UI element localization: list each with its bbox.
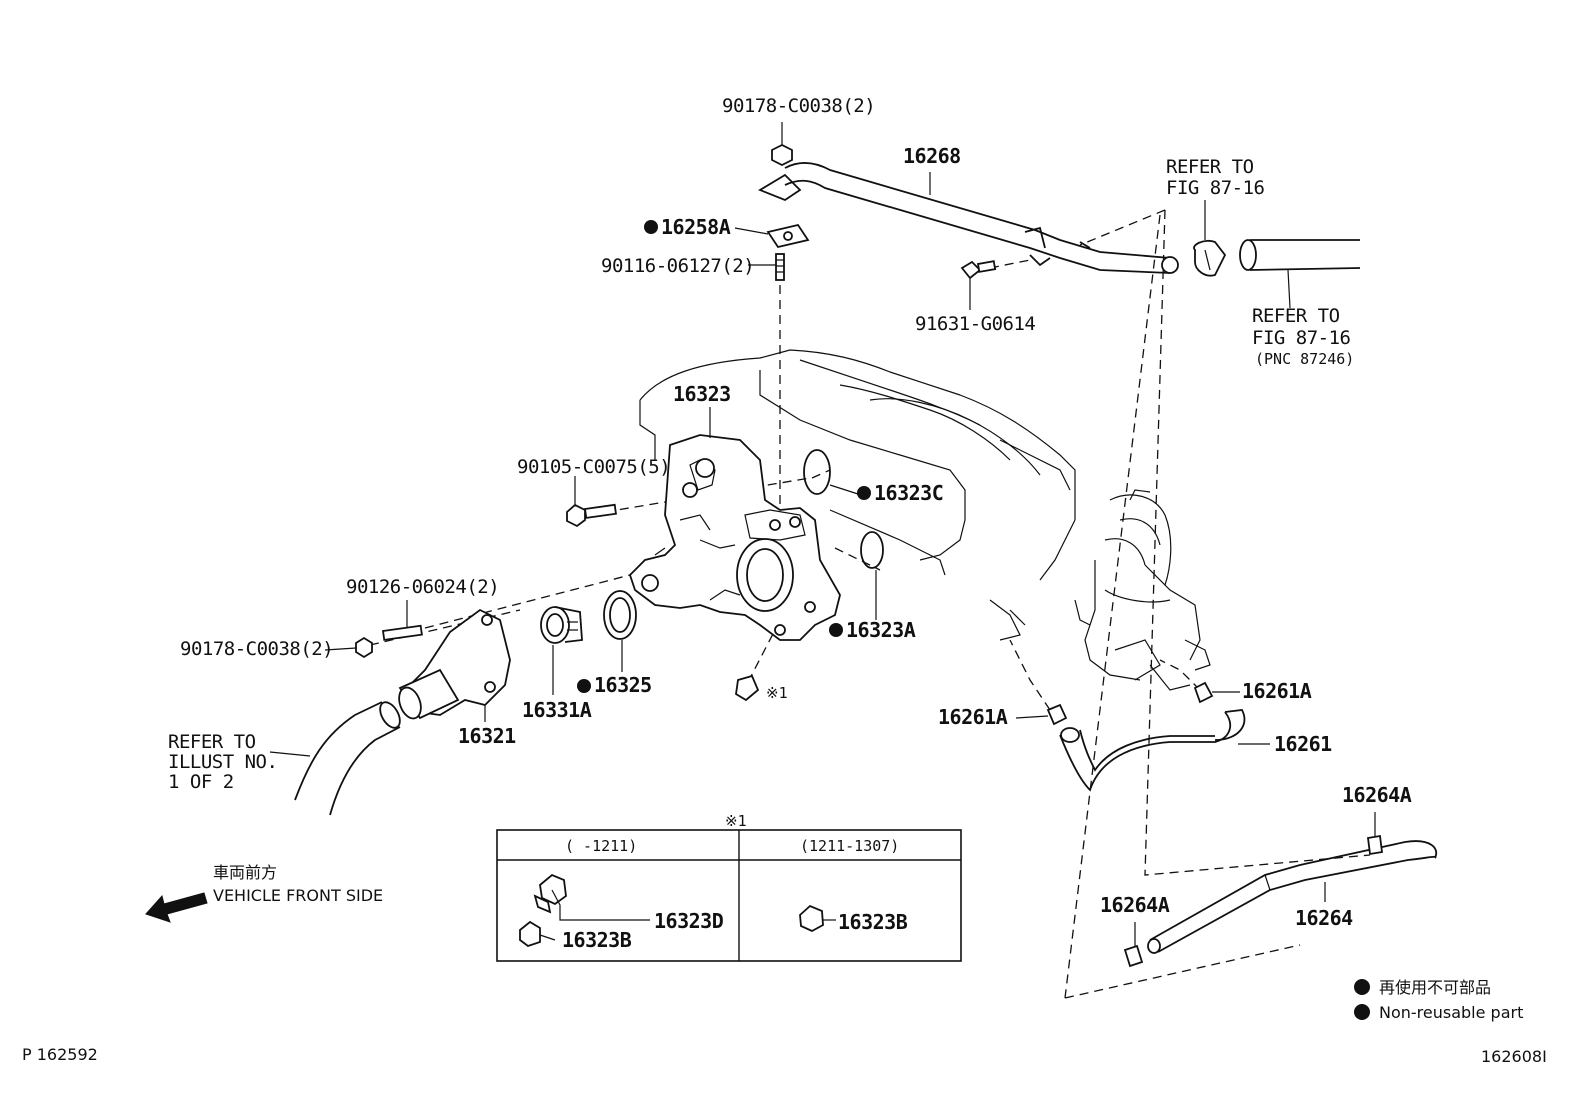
- label-refer-fig-top-1: REFER TO: [1166, 156, 1254, 178]
- label-16264: 16264: [1295, 906, 1353, 930]
- pipe-16268: [757, 162, 1179, 274]
- label-16261A-left: 16261A: [938, 705, 1008, 729]
- legend-dot-1: [1354, 979, 1370, 995]
- inset-col2-header: (1211-1307): [800, 837, 899, 855]
- gasket-16325: [603, 590, 637, 640]
- nut-90178-left: [355, 636, 373, 659]
- legend-en: Non-reusable part: [1379, 1003, 1523, 1022]
- clamp-16264A-top: [1366, 834, 1384, 856]
- stud-90126: [381, 624, 423, 641]
- hose-right: [1239, 239, 1361, 271]
- legend: 再使用不可部品 Non-reusable part: [1354, 978, 1523, 1022]
- label-refer-fig-right-3: (PNC 87246): [1255, 350, 1354, 368]
- hose-16261: [1059, 709, 1246, 792]
- label-16264A-bottom: 16264A: [1100, 893, 1170, 917]
- vehicle-front-indicator: 車両前方 VEHICLE FRONT SIDE: [145, 863, 383, 923]
- dashed-reference-lines: [369, 209, 1371, 999]
- inset-col2-parts: [799, 904, 836, 933]
- inset-frame: [496, 829, 962, 962]
- label-16321: 16321: [458, 724, 516, 748]
- label-16323: 16323: [673, 382, 731, 406]
- variant-inset-table: ※1 ( -1211) (1211-1307) 16323B 16323D 16…: [496, 812, 962, 962]
- legend-dot-2: [1354, 1004, 1370, 1020]
- label-16323C: 16323C: [874, 481, 943, 505]
- label-front-jp: 車両前方: [213, 863, 277, 882]
- label-refer-illust-2: ILLUST NO.: [168, 751, 277, 773]
- label-90105: 90105-C0075(5): [517, 456, 670, 478]
- leader-lines: [269, 122, 1376, 946]
- clamp-16261A-right: [1193, 681, 1214, 704]
- page-ref-left: P 162592: [22, 1045, 98, 1064]
- gasket-16258A: [766, 223, 810, 249]
- clamp-right: [1193, 239, 1227, 277]
- label-refer-fig-top-2: FIG 87-16: [1166, 177, 1265, 199]
- label-16325: 16325: [594, 673, 652, 697]
- label-90116: 90116-06127(2): [601, 255, 754, 277]
- o-ring-16323C: [803, 449, 831, 495]
- non-reusable-dot: [644, 220, 658, 234]
- clamp-16264A-bottom: [1123, 944, 1144, 968]
- non-reusable-dot: [857, 486, 871, 500]
- label-90178-left: 90178-C0038(2): [180, 638, 333, 660]
- inset-marker: ※1: [725, 812, 747, 830]
- nut-90178-top: [771, 143, 793, 167]
- inset-col2-16323B: 16323B: [838, 910, 908, 934]
- inset-col1-16323D: 16323D: [654, 909, 724, 933]
- label-90126: 90126-06024(2): [346, 576, 499, 598]
- inset-col1-header: ( -1211): [565, 837, 637, 855]
- right-housing-assembly: [1074, 489, 1211, 691]
- label-refer-fig-right-2: FIG 87-16: [1252, 327, 1351, 349]
- label-refer-fig-right-1: REFER TO: [1252, 305, 1340, 327]
- label-90178-top: 90178-C0038(2): [722, 95, 875, 117]
- non-reusable-dot: [829, 623, 843, 637]
- part-labels: 90178-C0038(2) 16268 REFER TO FIG 87-16 …: [168, 95, 1412, 930]
- hose-lower-left: [294, 701, 401, 816]
- page-ref-right: 162608I: [1481, 1047, 1547, 1066]
- non-reusable-dot: [577, 679, 591, 693]
- label-16323A: 16323A: [846, 618, 916, 642]
- engine-block-outline: [639, 349, 1076, 641]
- bolt-90105: [566, 503, 617, 528]
- thermostat-16331A: [540, 606, 583, 644]
- label-16264A-top: 16264A: [1342, 783, 1412, 807]
- water-outlet-16321: [398, 608, 511, 720]
- inset-col1-16323B: 16323B: [562, 928, 632, 952]
- label-16268: 16268: [903, 144, 961, 168]
- o-ring-16323A: [860, 531, 884, 569]
- legend-jp: 再使用不可部品: [1379, 978, 1491, 997]
- drain-plug: [735, 674, 760, 702]
- clamp-16261A-left: [1046, 703, 1068, 726]
- housing-16323: [628, 434, 841, 641]
- label-16261A-right: 16261A: [1242, 679, 1312, 703]
- hose-16264: [1147, 840, 1438, 954]
- label-refer-illust-1: REFER TO: [168, 731, 256, 753]
- arrow-left-icon: [145, 892, 208, 923]
- label-note-1: ※1: [766, 684, 788, 702]
- label-refer-illust-3: 1 OF 2: [168, 771, 234, 793]
- bolt-91631: [960, 260, 997, 280]
- inset-col1-parts: [519, 873, 650, 948]
- label-16258A: 16258A: [661, 215, 731, 239]
- label-16261: 16261: [1274, 732, 1332, 756]
- label-91631: 91631-G0614: [915, 313, 1035, 335]
- label-16331A: 16331A: [522, 698, 592, 722]
- label-front-en: VEHICLE FRONT SIDE: [213, 886, 383, 905]
- stud-90116: [775, 253, 785, 281]
